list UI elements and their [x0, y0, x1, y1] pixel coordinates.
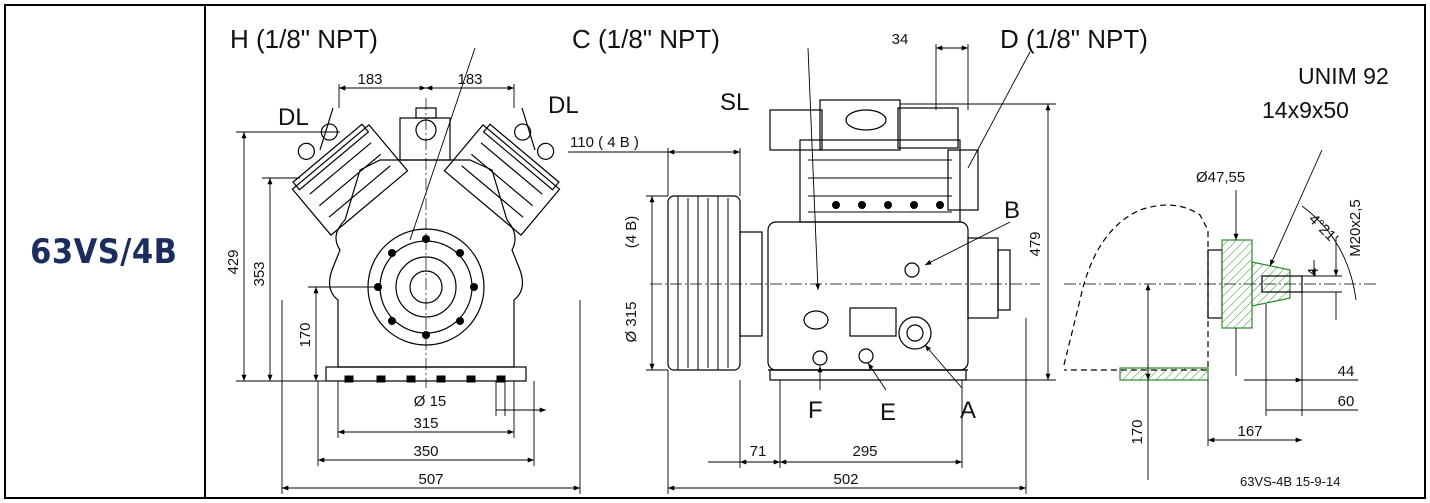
base-bolt [344, 375, 354, 383]
callout-e: E [880, 399, 896, 426]
top-valve-block [819, 99, 901, 151]
dim-315: 315 [413, 415, 438, 432]
front-view [291, 98, 561, 388]
oil-pump [967, 237, 999, 319]
callout-unim: UNIM 92 [1298, 63, 1389, 89]
callout-h: H (1/8" NPT) [230, 24, 378, 54]
dim-170-front: 170 [297, 322, 314, 347]
dim-507: 507 [418, 471, 443, 488]
dim-502: 502 [833, 471, 858, 488]
suction-valve-sl [769, 109, 823, 151]
callout-key: 14x9x50 [1262, 97, 1349, 123]
discharge-pipe [947, 149, 979, 211]
dl-right-stem [521, 107, 536, 151]
front-dimension-labels: H (1/8" NPT) 183 183 DL DL 429 353 170 Ø… [225, 24, 579, 488]
shaft-dimensions [1145, 149, 1358, 480]
left-cylinder-head [291, 123, 409, 236]
callout-a: A [960, 397, 976, 424]
dim-pulley-diameter: Ø 315 [623, 302, 640, 343]
dim-350: 350 [413, 443, 438, 460]
callout-d: D (1/8" NPT) [1000, 24, 1148, 54]
top-valve-window [845, 109, 887, 131]
port-b [904, 262, 920, 278]
callout-f: F [808, 397, 823, 424]
manufacturer-logo [803, 310, 829, 330]
callout-c: C (1/8" NPT) [572, 24, 720, 54]
callout-dl-left: DL [278, 104, 309, 131]
shaft-seal [395, 256, 457, 318]
dim-44: 44 [1338, 363, 1355, 380]
dim-60: 60 [1338, 393, 1355, 410]
side-base [769, 369, 967, 381]
base-bolt [466, 375, 476, 383]
dim-thread: M20x2,5 [1347, 199, 1364, 257]
dl-left-stem [319, 107, 334, 151]
shaft-base-section [1119, 367, 1209, 381]
side-dimensions [568, 44, 1056, 494]
side-crankcase [767, 221, 969, 371]
shaft-detail-view [1063, 204, 1376, 381]
dim-4: 4 [1305, 268, 1322, 276]
dim-pulley-groove: (4 B) [623, 216, 640, 249]
callout-dl-right: DL [548, 92, 579, 119]
dim-353: 353 [251, 261, 268, 286]
base-bolt [376, 375, 386, 383]
side-cylinder-heads [799, 139, 961, 223]
threaded-shaft-end [1261, 275, 1303, 293]
pulley [667, 195, 741, 371]
drawing-id: 63VS-4B 15-9-14 [1240, 474, 1340, 489]
drawing-frame [4, 4, 1426, 499]
dim-110: 110 ( 4 B ) [570, 134, 639, 151]
dim-167: 167 [1237, 423, 1262, 440]
right-cylinder-head [443, 123, 561, 236]
discharge-valve-block [897, 107, 959, 149]
dim-295: 295 [852, 443, 877, 460]
dim-429: 429 [225, 249, 242, 274]
shaft-housing-outline [1063, 204, 1209, 371]
base-bolt [496, 375, 506, 383]
base-bolt [436, 375, 446, 383]
dim-hole-diameter: Ø 15 [414, 393, 447, 410]
side-view [650, 99, 1040, 381]
front-dimensions [236, 47, 581, 494]
name-plate [849, 307, 897, 337]
side-dimension-labels: C (1/8" NPT) 34 D (1/8" NPT) SL 110 ( 4 … [570, 24, 1148, 488]
callout-sl: SL [720, 89, 749, 116]
oil-pump-cover [997, 249, 1011, 311]
front-crankcase [328, 159, 524, 368]
dim-479: 479 [1027, 231, 1044, 256]
callout-b: B [1004, 197, 1020, 224]
port-f [812, 350, 828, 366]
dim-34: 34 [892, 31, 909, 48]
model-cell: 63VS/4B [4, 4, 206, 499]
dim-shaft-diameter: Ø47,55 [1196, 169, 1245, 186]
base-bolt [406, 375, 416, 383]
dim-170-shaft: 170 [1129, 419, 1146, 444]
dim-183-left: 183 [357, 71, 382, 88]
port-e [858, 348, 874, 364]
model-label: 63VS/4B [30, 231, 178, 272]
top-service-valve [399, 117, 451, 161]
dim-183-right: 183 [457, 71, 482, 88]
port-a [898, 316, 932, 350]
dim-71: 71 [750, 443, 767, 460]
